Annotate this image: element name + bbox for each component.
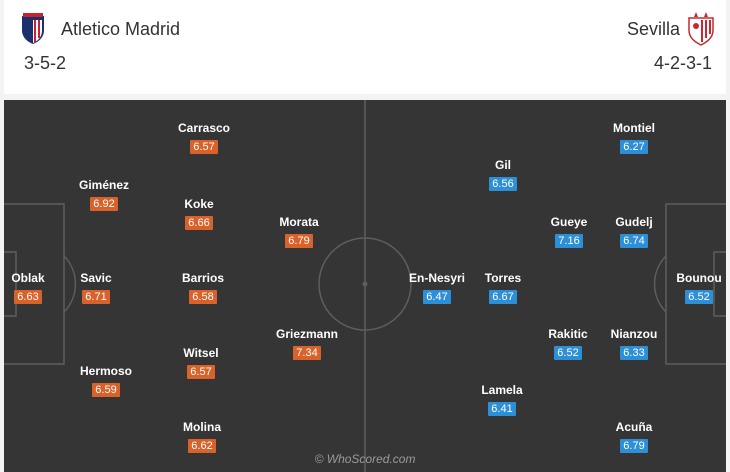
player-rating: 6.67 [489, 290, 517, 304]
player-rating: 6.57 [190, 140, 218, 154]
player-rating: 6.58 [189, 290, 217, 304]
player-lamela[interactable]: Lamela 6.41 [467, 382, 537, 417]
player-name: Hermoso [79, 364, 132, 378]
player-koke[interactable]: Koke 6.66 [164, 196, 234, 231]
player-witsel[interactable]: Witsel 6.57 [166, 345, 236, 380]
player-rating: 6.52 [685, 290, 713, 304]
player-rating: 6.74 [620, 234, 648, 248]
player-name: Gil [494, 158, 511, 172]
pitch-markings [4, 100, 726, 472]
player-rating: 7.34 [293, 346, 321, 360]
player-name: Torres [484, 271, 522, 285]
player-rating: 6.52 [554, 346, 582, 360]
player-rating: 6.66 [185, 216, 213, 230]
player-bounou[interactable]: Bounou 6.52 [664, 270, 726, 305]
player-barrios[interactable]: Barrios 6.58 [168, 270, 238, 305]
away-formation: 4-2-3-1 [653, 53, 712, 73]
player-name: Giménez [78, 178, 129, 192]
player-name: Koke [184, 197, 214, 211]
player-name: Carrasco [177, 121, 231, 135]
player-gudelj[interactable]: Gudelj 6.74 [599, 214, 669, 249]
player-nianzou[interactable]: Nianzou 6.33 [599, 326, 669, 361]
player-rating: 6.47 [423, 290, 451, 304]
home-team-name[interactable]: Atletico Madrid [61, 19, 181, 39]
player-acuna[interactable]: Acuña 6.79 [599, 419, 669, 454]
player-en-nesyri[interactable]: En-Nesyri 6.47 [402, 270, 472, 305]
player-molina[interactable]: Molina 6.62 [167, 419, 237, 454]
player-rating: 6.63 [14, 290, 42, 304]
player-name: Nianzou [610, 327, 658, 341]
player-rating: 7.16 [555, 234, 583, 248]
player-name: En-Nesyri [408, 271, 466, 285]
player-name: Morata [279, 215, 319, 229]
player-name: Rakitic [548, 327, 588, 341]
player-name: Molina [183, 420, 221, 434]
player-name: Barrios [181, 271, 225, 285]
player-rating: 6.79 [285, 234, 313, 248]
player-rating: 6.59 [92, 383, 120, 397]
player-name: Griezmann [275, 327, 338, 341]
away-team-name[interactable]: Sevilla [626, 19, 680, 39]
player-montiel[interactable]: Montiel 6.27 [599, 120, 669, 155]
sevilla-crest-icon [688, 12, 714, 46]
player-rating: 6.33 [620, 346, 648, 360]
match-header: Atletico Madrid 3-5-2 Sevilla 4-2-3-1 [4, 0, 726, 94]
player-rating: 6.56 [489, 177, 517, 191]
player-name: Gudelj [615, 215, 653, 229]
player-oblak[interactable]: Oblak 6.63 [4, 270, 63, 305]
pitch: Oblak 6.63 Giménez 6.92 Savic 6.71 Hermo… [4, 100, 726, 472]
player-rating: 6.41 [488, 402, 516, 416]
player-rating: 6.57 [187, 365, 215, 379]
player-rating: 6.92 [90, 197, 118, 211]
player-carrasco[interactable]: Carrasco 6.57 [169, 120, 239, 155]
player-rating: 6.62 [188, 439, 216, 453]
home-formation: 3-5-2 [24, 53, 67, 73]
player-rakitic[interactable]: Rakitic 6.52 [533, 326, 603, 361]
player-hermoso[interactable]: Hermoso 6.59 [71, 363, 141, 398]
player-morata[interactable]: Morata 6.79 [264, 214, 334, 249]
player-name: Gueye [550, 215, 588, 229]
player-griezmann[interactable]: Griezmann 7.34 [272, 326, 342, 361]
player-gimenez[interactable]: Giménez 6.92 [69, 177, 139, 212]
whoscored-watermark: © WhoScored.com [314, 452, 416, 466]
player-name: Savic [80, 271, 112, 285]
player-rating: 6.79 [620, 439, 648, 453]
atletico-madrid-crest-icon [22, 13, 44, 44]
player-name: Acuña [615, 420, 653, 434]
player-name: Lamela [481, 383, 523, 397]
player-name: Bounou [676, 271, 722, 285]
player-gueye[interactable]: Gueye 7.16 [534, 214, 604, 249]
player-name: Oblak [11, 271, 45, 285]
player-name: Witsel [183, 346, 219, 360]
player-savic[interactable]: Savic 6.71 [61, 270, 131, 305]
player-name: Montiel [613, 121, 655, 135]
player-torres[interactable]: Torres 6.67 [468, 270, 538, 305]
player-gil[interactable]: Gil 6.56 [468, 157, 538, 192]
player-rating: 6.27 [620, 140, 648, 154]
player-rating: 6.71 [82, 290, 110, 304]
